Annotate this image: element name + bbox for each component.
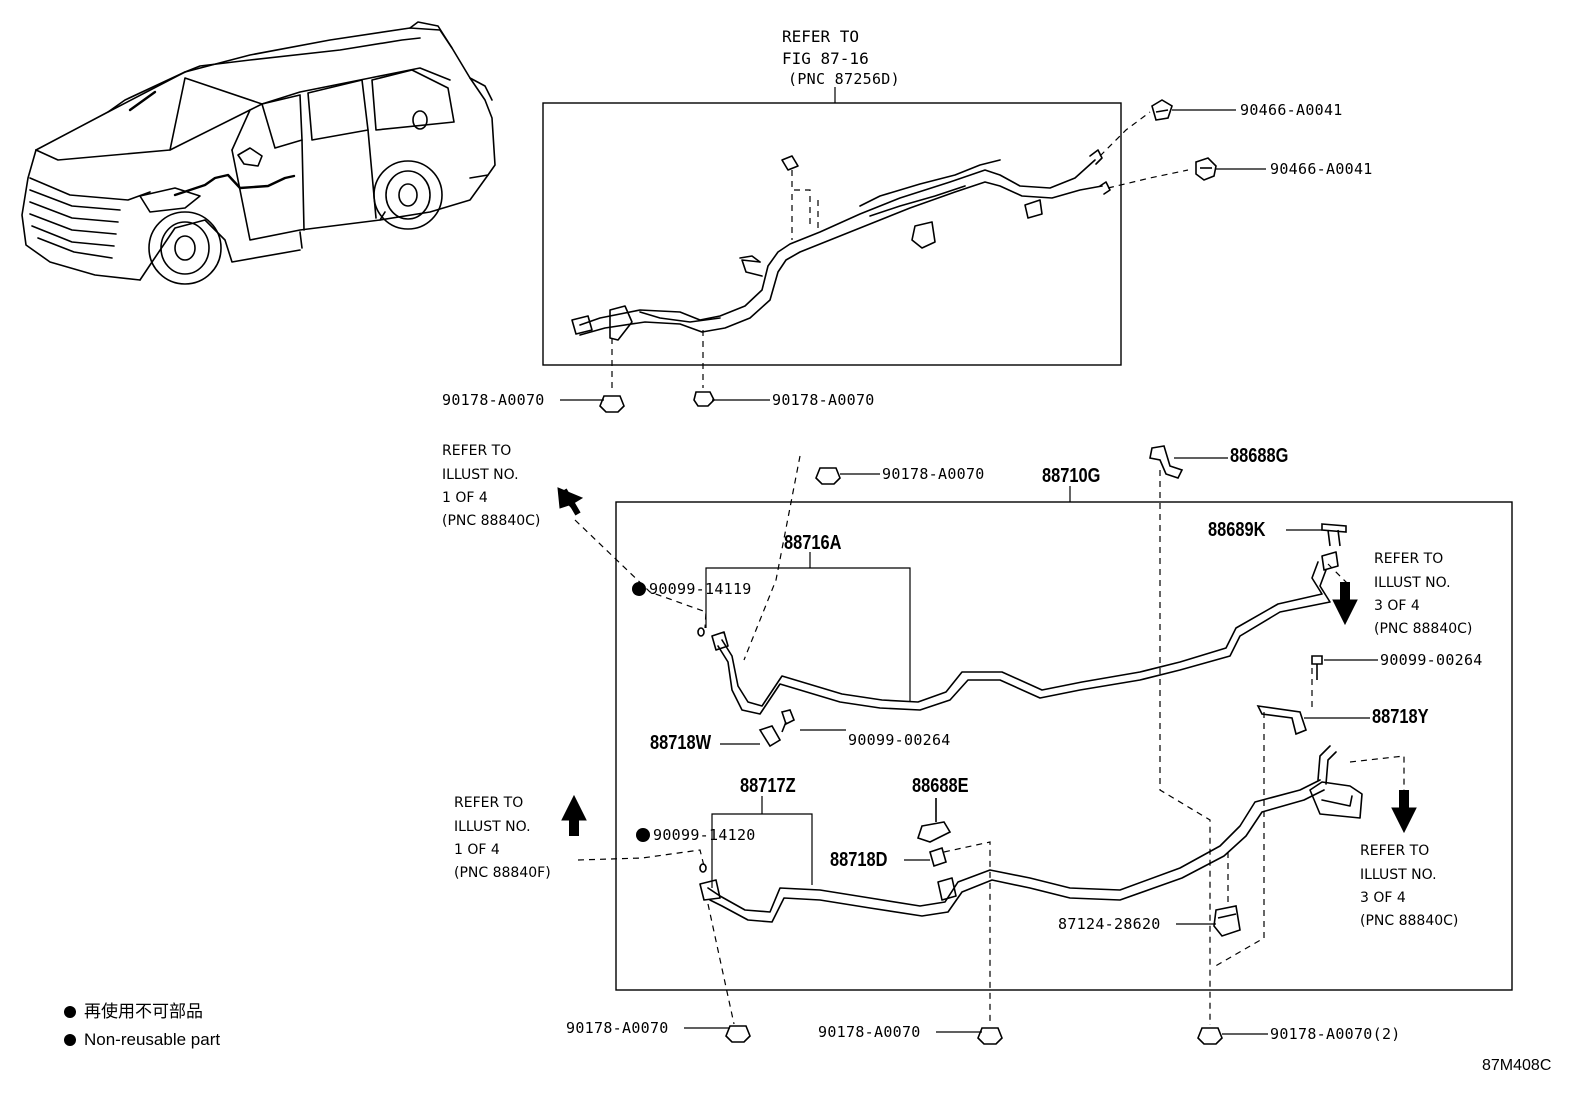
ref-right-bottom-line2: ILLUST NO. xyxy=(1360,867,1437,883)
part-90099-14120[interactable]: 90099-14120 xyxy=(636,828,756,843)
part-88718w[interactable]: 88718W xyxy=(650,732,712,754)
part-88717z[interactable]: 88717Z xyxy=(740,775,796,797)
part-90099-14119[interactable]: 90099-14119 xyxy=(632,582,752,597)
part-90099-00264-right[interactable]: 90099-00264 xyxy=(1380,651,1483,669)
top-reference-line3: (PNC 87256D) xyxy=(788,70,900,88)
part-90466-a0041-lower[interactable]: 90466-A0041 xyxy=(1270,160,1373,178)
clip-88689k xyxy=(1321,523,1347,547)
nut-bottom-right xyxy=(1197,1027,1223,1045)
part-88710g[interactable]: 88710G xyxy=(1042,465,1101,487)
part-90178-a0070-bottom-mid[interactable]: 90178-A0070 xyxy=(818,1023,921,1041)
non-reusable-marker xyxy=(636,828,650,842)
legend-english: Non-reusable part xyxy=(64,1031,220,1048)
ref-left-bottom-line1: REFER TO xyxy=(454,795,524,811)
non-reusable-marker xyxy=(632,582,646,596)
part-88688g[interactable]: 88688G xyxy=(1230,445,1289,467)
ref-right-top-line3: 3 OF 4 xyxy=(1374,598,1420,614)
vehicle-illustration xyxy=(21,21,496,285)
part-88716a[interactable]: 88716A xyxy=(784,532,842,554)
legend-japanese: 再使用不可部品 xyxy=(64,1003,203,1020)
clip-90466-lower xyxy=(1195,157,1217,181)
part-90099-00264-left[interactable]: 90099-00264 xyxy=(848,731,951,749)
nut-bottom-mid xyxy=(977,1027,1003,1045)
ref-right-bottom-line3: 3 OF 4 xyxy=(1360,890,1406,906)
nut-upper-mid xyxy=(693,391,715,407)
bolt-90099-00264-right xyxy=(1311,655,1323,680)
part-90178-a0070-bottom-right[interactable]: 90178-A0070(2) xyxy=(1270,1025,1401,1043)
ref-left-bottom-line2: ILLUST NO. xyxy=(454,819,531,835)
legend-bullet xyxy=(64,1006,76,1018)
part-88689k[interactable]: 88689K xyxy=(1208,519,1266,541)
part-leaders xyxy=(560,109,1378,1035)
ref-left-bottom-line4: (PNC 88840F) xyxy=(454,865,551,881)
main-assembly-box xyxy=(574,455,1513,1025)
nut-main-top xyxy=(815,467,841,485)
upper-inset xyxy=(542,87,1189,392)
ref-left-top-line3: 1 OF 4 xyxy=(442,490,488,506)
ref-right-top-line2: ILLUST NO. xyxy=(1374,575,1451,591)
nut-upper-left xyxy=(599,395,625,413)
part-90466-a0041-upper[interactable]: 90466-A0041 xyxy=(1240,101,1343,119)
legend-bullet xyxy=(64,1034,76,1046)
part-87124-28620[interactable]: 87124-28620 xyxy=(1058,915,1161,933)
part-88718d[interactable]: 88718D xyxy=(830,849,888,871)
ref-right-bottom-line4: (PNC 88840C) xyxy=(1360,913,1459,929)
part-88718y[interactable]: 88718Y xyxy=(1372,706,1429,728)
part-90178-a0070-bottom-left[interactable]: 90178-A0070 xyxy=(566,1019,669,1037)
bolt-90099-00264-left xyxy=(780,709,796,733)
ref-left-top-line1: REFER TO xyxy=(442,443,512,459)
reference-arrows xyxy=(557,487,1417,836)
clip-88688g xyxy=(1149,445,1184,479)
ref-left-top-line2: ILLUST NO. xyxy=(442,467,519,483)
top-reference-line1: REFER TO xyxy=(782,27,860,46)
part-90178-a0070-upper-mid[interactable]: 90178-A0070 xyxy=(772,391,875,409)
ref-left-bottom-line3: 1 OF 4 xyxy=(454,842,500,858)
ref-right-top-line4: (PNC 88840C) xyxy=(1374,621,1473,637)
part-90178-a0070-main-top[interactable]: 90178-A0070 xyxy=(882,465,985,483)
clip-90466-upper xyxy=(1151,99,1173,121)
part-88688e[interactable]: 88688E xyxy=(912,775,969,797)
ref-right-bottom-line1: REFER TO xyxy=(1360,843,1430,859)
ref-right-top-line1: REFER TO xyxy=(1374,551,1444,567)
nut-bottom-left xyxy=(725,1025,751,1043)
part-90178-a0070-upper-left[interactable]: 90178-A0070 xyxy=(442,391,545,409)
ref-left-top-line4: (PNC 88840C) xyxy=(442,513,541,529)
top-reference-line2: FIG 87-16 xyxy=(782,49,869,68)
figure-code: 87M408C xyxy=(1482,1057,1552,1074)
